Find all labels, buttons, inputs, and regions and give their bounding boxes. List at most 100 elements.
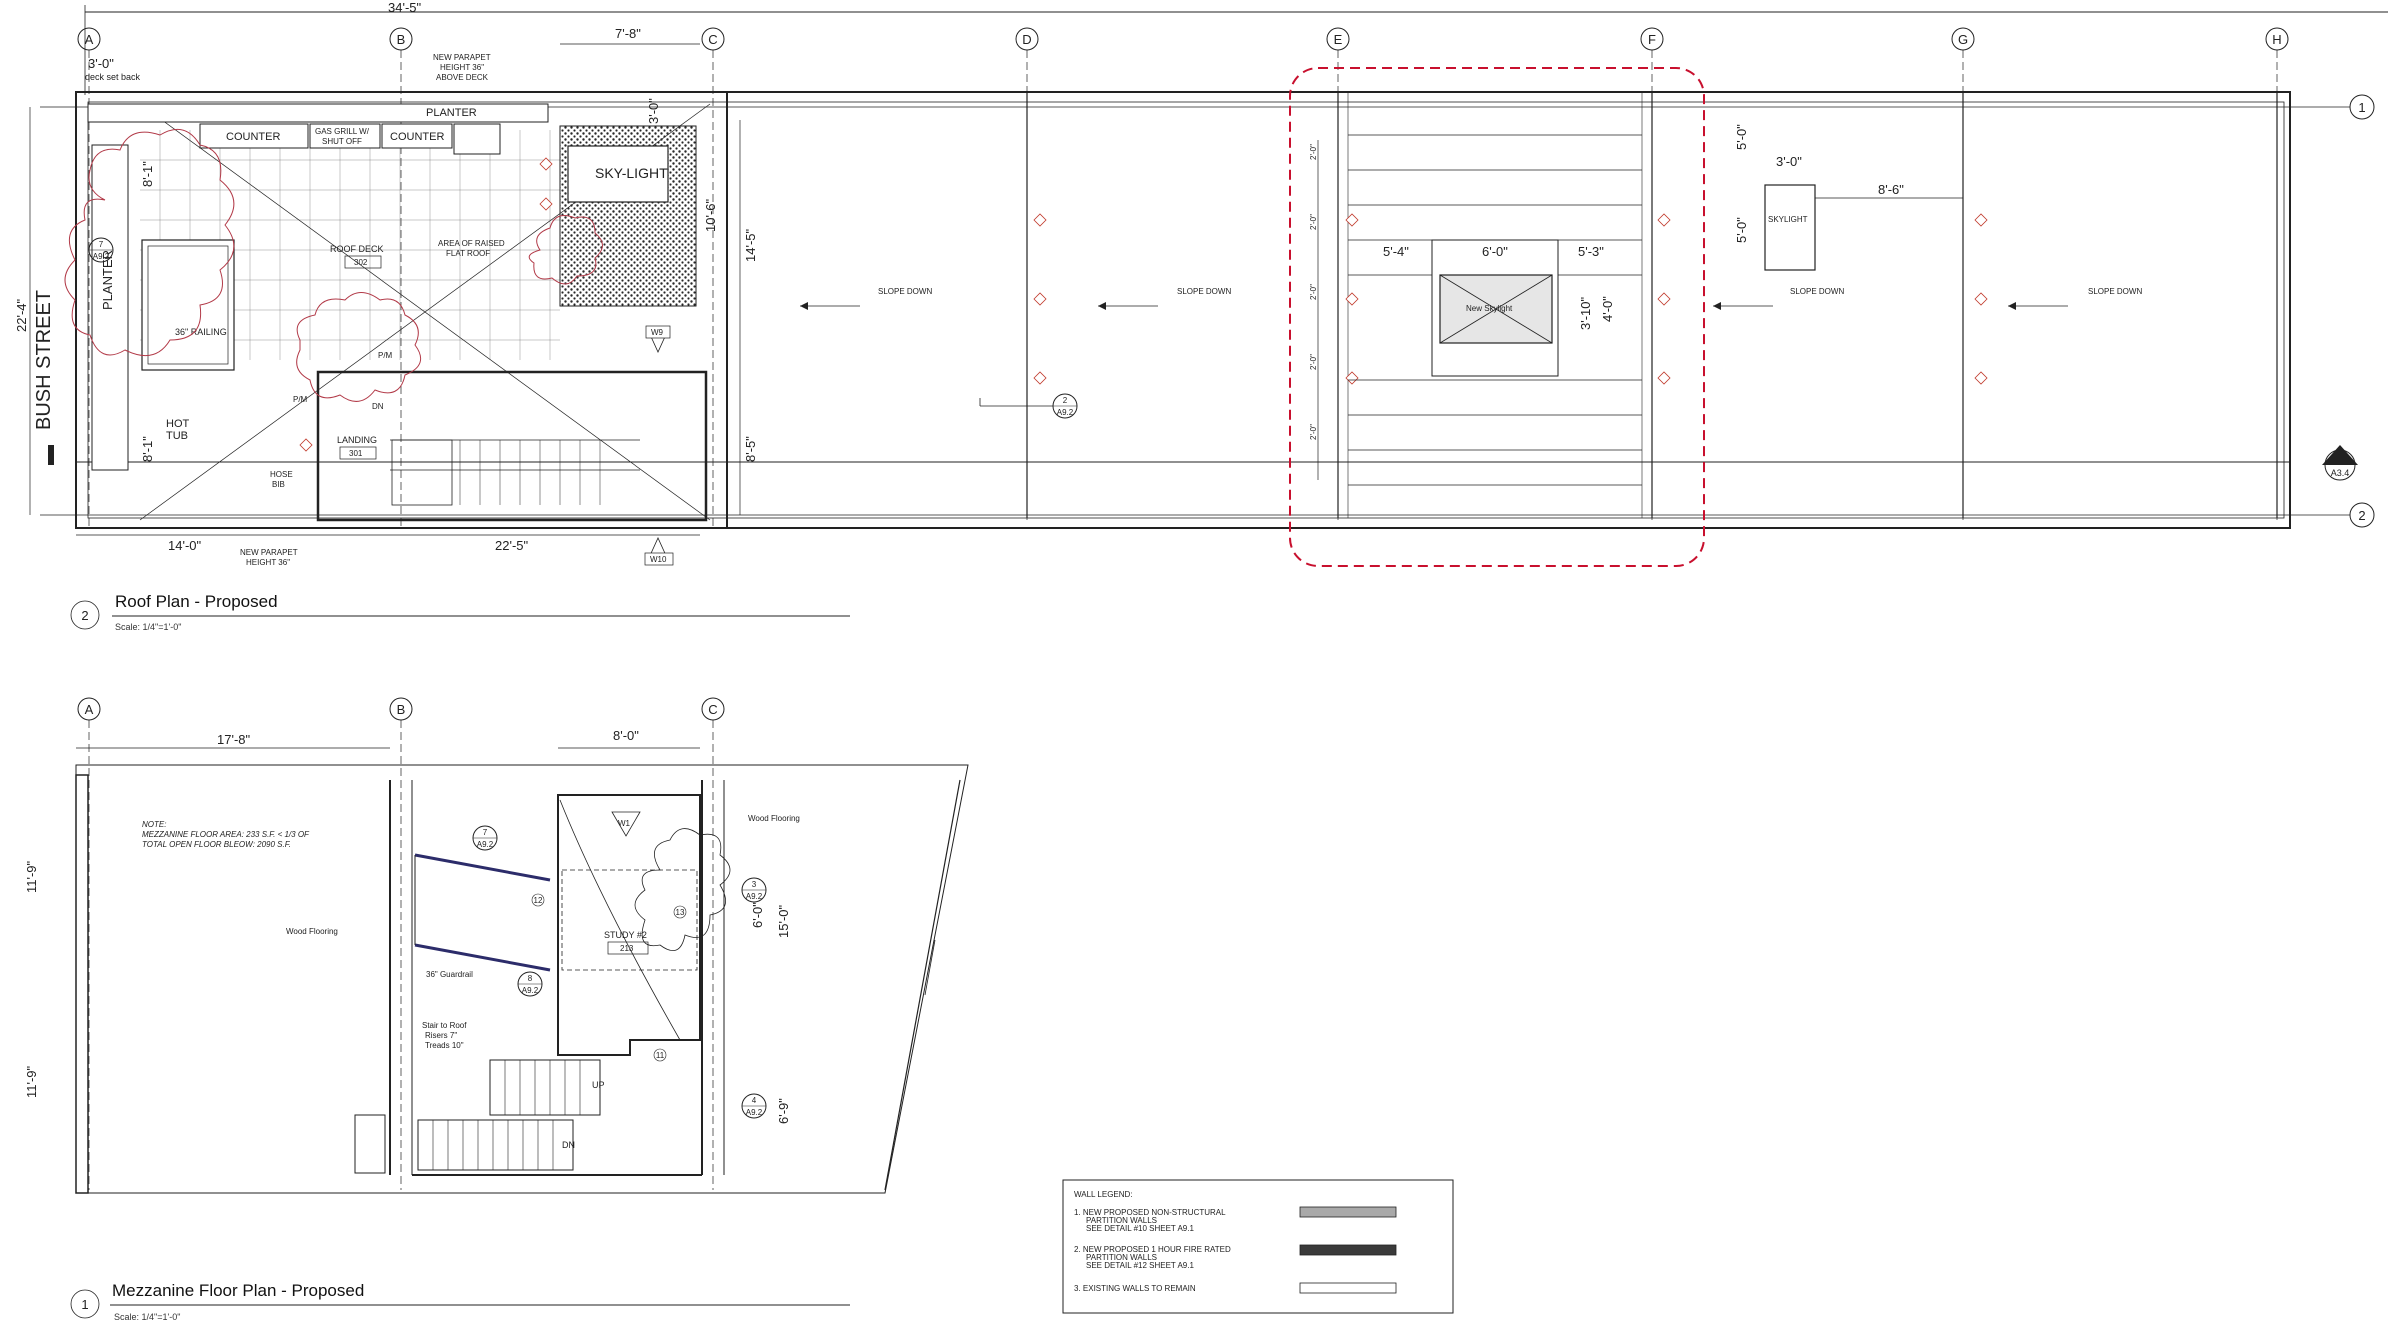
mezzanine-plan-labels-up-text: UP bbox=[592, 1080, 605, 1090]
row-2-bubble: 2 bbox=[2349, 502, 2375, 528]
grid-e-bubble: E bbox=[1326, 27, 1350, 51]
roof-plan-labels-planter-side-text: PLANTER bbox=[100, 250, 115, 310]
mezz-tag-12: 12 bbox=[531, 893, 545, 907]
grid-labels-0-text: A bbox=[85, 32, 94, 47]
roof-plan-labels-new-parapet-bottom-1-text: HEIGHT 36" bbox=[246, 558, 290, 567]
mezzanine-plan-labels-tag-11-text: 11 bbox=[656, 1051, 665, 1060]
roof-plan-dims-d-8-6-text: 8'-6" bbox=[1878, 182, 1904, 197]
grid-labels-3-text: D bbox=[1022, 32, 1031, 47]
roof-plan-labels-area-raised-1-text: FLAT ROOF bbox=[446, 249, 490, 258]
grid-h-bubble: H bbox=[2265, 27, 2289, 51]
roof-plan-dims-d-6-0-text: 6'-0" bbox=[1482, 244, 1508, 259]
mezzanine-plan-title-text: Mezzanine Floor Plan - Proposed bbox=[112, 1281, 364, 1300]
w1-marker: W1 bbox=[611, 811, 641, 837]
mezzanine-plan-dims-d-17-8-text: 17'-8" bbox=[217, 732, 251, 747]
grid-f-bubble: F bbox=[1640, 27, 1664, 51]
roof-plan-dims-d-10-6-text: 10'-6" bbox=[703, 198, 718, 232]
mezzanine-plan-labels-ref-8-0-text: 8 bbox=[528, 974, 533, 983]
roof-plan-labels-hose-bib-0-text: HOSE bbox=[270, 470, 293, 479]
roof-plan: 34'-5" A B C D E F G H 1 2 bbox=[14, 0, 2388, 632]
grid-c-bubble: C bbox=[701, 27, 725, 51]
roof-plan-labels-pm1-text: P/M bbox=[293, 395, 308, 404]
mezzanine-plan-labels-dn-text: DN bbox=[562, 1140, 575, 1150]
mezzanine-plan-labels-ref-7-0-text: 7 bbox=[483, 828, 488, 837]
legend-swatch-fire-rated bbox=[1299, 1244, 1397, 1256]
mezzanine-plan-labels-ref-3-0-text: 3 bbox=[752, 880, 757, 889]
roof-plan-dims-d-2-0-text: 2'-0" bbox=[1309, 424, 1318, 440]
mezzanine-plan-labels-stair-note-1-text: Risers 7" bbox=[425, 1031, 457, 1040]
mezzanine-plan-dims-d-11-9b-text: 11'-9" bbox=[24, 1065, 39, 1098]
wall-legend-title-text: WALL LEGEND: bbox=[1074, 1190, 1133, 1199]
wall-legend-items-0-text-1-text: PARTITION WALLS bbox=[1086, 1216, 1157, 1225]
tree-clouds bbox=[64, 128, 603, 402]
roof-plan-dims-d-3-0s-text: 3'-0" bbox=[1776, 154, 1802, 169]
roof-plan-dims-d-5-3-text: 5'-3" bbox=[1578, 244, 1604, 259]
roof-plan-labels-new-parapet-top-1-text: HEIGHT 36" bbox=[440, 63, 484, 72]
roof-plan-labels-w9-text: W9 bbox=[651, 328, 664, 337]
mezzanine-plan-labels-study-text: STUDY #2 bbox=[604, 930, 647, 940]
wall-legend-items-1-text-2-text: SEE DETAIL #12 SHEET A9.1 bbox=[1086, 1261, 1194, 1270]
roof-plan-labels-landing-text: LANDING bbox=[337, 435, 377, 445]
roof-plan-labels-roof-deck-num-text: 302 bbox=[354, 258, 368, 267]
mezzanine-plan-dims-d-11-9a-text: 11'-9" bbox=[24, 860, 39, 893]
wall-legend-items-0-text-2-text: SEE DETAIL #10 SHEET A9.1 bbox=[1086, 1224, 1194, 1233]
roof-plan-labels-new-parapet-top-2-text: ABOVE DECK bbox=[436, 73, 489, 82]
grid-d-bubble: D bbox=[1015, 27, 1039, 51]
mezzanine-plan-title: 1 Mezzanine Floor Plan - Proposed Scale:… bbox=[70, 1281, 850, 1322]
roof-plan-dims-d-7-8-text: 7'-8" bbox=[615, 26, 641, 41]
mezzanine-plan-dims-d-15-0-text: 15'-0" bbox=[776, 904, 791, 938]
grid-labels-mezz-1-text: B bbox=[397, 702, 406, 717]
mezz-ref-3: 3A9.2 bbox=[741, 877, 767, 903]
roof-plan-dims-d-5-0b-text: 5'-0" bbox=[1734, 217, 1749, 243]
roof-plan-labels-gas-grill-0-text: GAS GRILL W/ bbox=[315, 127, 370, 136]
roof-plan-labels-slope-down-text: SLOPE DOWN bbox=[878, 287, 932, 296]
grid-bubbles: A B C D E F G H bbox=[77, 27, 2289, 51]
mezzanine-plan-labels-ref-3-1-text: A9.2 bbox=[746, 892, 763, 901]
mezzanine-plan-labels-stair-note-2-text: Treads 10" bbox=[425, 1041, 464, 1050]
mezz-ref-7: 7A9.2 bbox=[472, 825, 498, 851]
roof-plan-dims-d-22-5-text: 22'-5" bbox=[495, 538, 529, 553]
roof-plan-labels-ref-7-a92-0-text: 7 bbox=[99, 240, 104, 249]
grid-labels-4-text: E bbox=[1334, 32, 1343, 47]
roof-plan-labels-slope-down-text: SLOPE DOWN bbox=[1790, 287, 1844, 296]
w9-marker: W9 bbox=[645, 325, 671, 353]
roof-plan-labels-counter2-text: COUNTER bbox=[390, 131, 444, 143]
mezzanine-plan-scale-text: Scale: 1/4"=1'-0" bbox=[114, 1312, 180, 1322]
roof-plan-dims-d-5-4-text: 5'-4" bbox=[1383, 244, 1409, 259]
row-labels-1-text: 2 bbox=[2358, 508, 2365, 523]
mezzanine-plan-labels-wood-flooring-left-text: Wood Flooring bbox=[286, 927, 338, 936]
section-marker-sheet-text: A3.4 bbox=[2331, 468, 2350, 478]
roof-plan-dims-d-3-0-text: 3'-0" bbox=[88, 56, 114, 71]
mezz-tag-13: 13 bbox=[673, 905, 687, 919]
mezz-grid-b-bubble: B bbox=[389, 697, 413, 721]
roof-plan-labels-slope-down-text: SLOPE DOWN bbox=[2088, 287, 2142, 296]
overall-dimension: 34'-5" bbox=[388, 0, 422, 15]
roof-plan-title: 2 Roof Plan - Proposed Scale: 1/4"=1'-0" bbox=[70, 592, 850, 632]
mezzanine-plan-labels-ref-7-1-text: A9.2 bbox=[477, 840, 494, 849]
wall-legend-items-2-text-0-text: 3. EXISTING WALLS TO REMAIN bbox=[1074, 1284, 1196, 1293]
grid-b-bubble: B bbox=[389, 27, 413, 51]
mezzanine-plan-dims-d-6-9-text: 6'-9" bbox=[776, 1098, 791, 1124]
ref-7-a92: 7A9.2 bbox=[88, 237, 114, 263]
roof-plan-labels-dn-text: DN bbox=[372, 402, 384, 411]
mezz-grid-a-bubble: A bbox=[77, 697, 101, 721]
roof-plan-dims-d-8-5-text: 8'-5" bbox=[743, 436, 758, 462]
roof-plan-labels-new-parapet-bottom-0-text: NEW PARAPET bbox=[240, 548, 298, 557]
mezzanine-plan-labels-study-num-text: 213 bbox=[620, 944, 634, 953]
keynote-diamonds bbox=[299, 157, 1988, 452]
roof-plan-labels-counter1-text: COUNTER bbox=[226, 131, 280, 143]
mezzanine-plan-note-0-text: NOTE: bbox=[142, 820, 166, 829]
mezzanine-plan-number-text: 1 bbox=[81, 1297, 88, 1312]
roof-plan-dims-d-3-0v-text: 3'-0" bbox=[646, 98, 661, 124]
wall-legend-items-1-text-1-text: PARTITION WALLS bbox=[1086, 1253, 1157, 1262]
roof-plan-labels-slope-down-text: SLOPE DOWN bbox=[1177, 287, 1231, 296]
roof-plan-dims-d-2-0-text: 2'-0" bbox=[1309, 214, 1318, 230]
mezzanine-plan-labels-guardrail-text: 36" Guardrail bbox=[426, 970, 473, 979]
roof-plan-labels-area-raised-0-text: AREA OF RAISED bbox=[438, 239, 505, 248]
roof-plan-dims-d-2-0-text: 2'-0" bbox=[1309, 144, 1318, 160]
section-marker: 1 A3.4 bbox=[2322, 445, 2358, 481]
roof-plan-labels-railing-text: 36" RAILING bbox=[175, 327, 227, 337]
roof-plan-labels-hose-bib-1-text: BIB bbox=[272, 480, 285, 489]
grid-labels-7-text: H bbox=[2272, 32, 2281, 47]
row-1-bubble: 1 bbox=[2349, 94, 2375, 120]
